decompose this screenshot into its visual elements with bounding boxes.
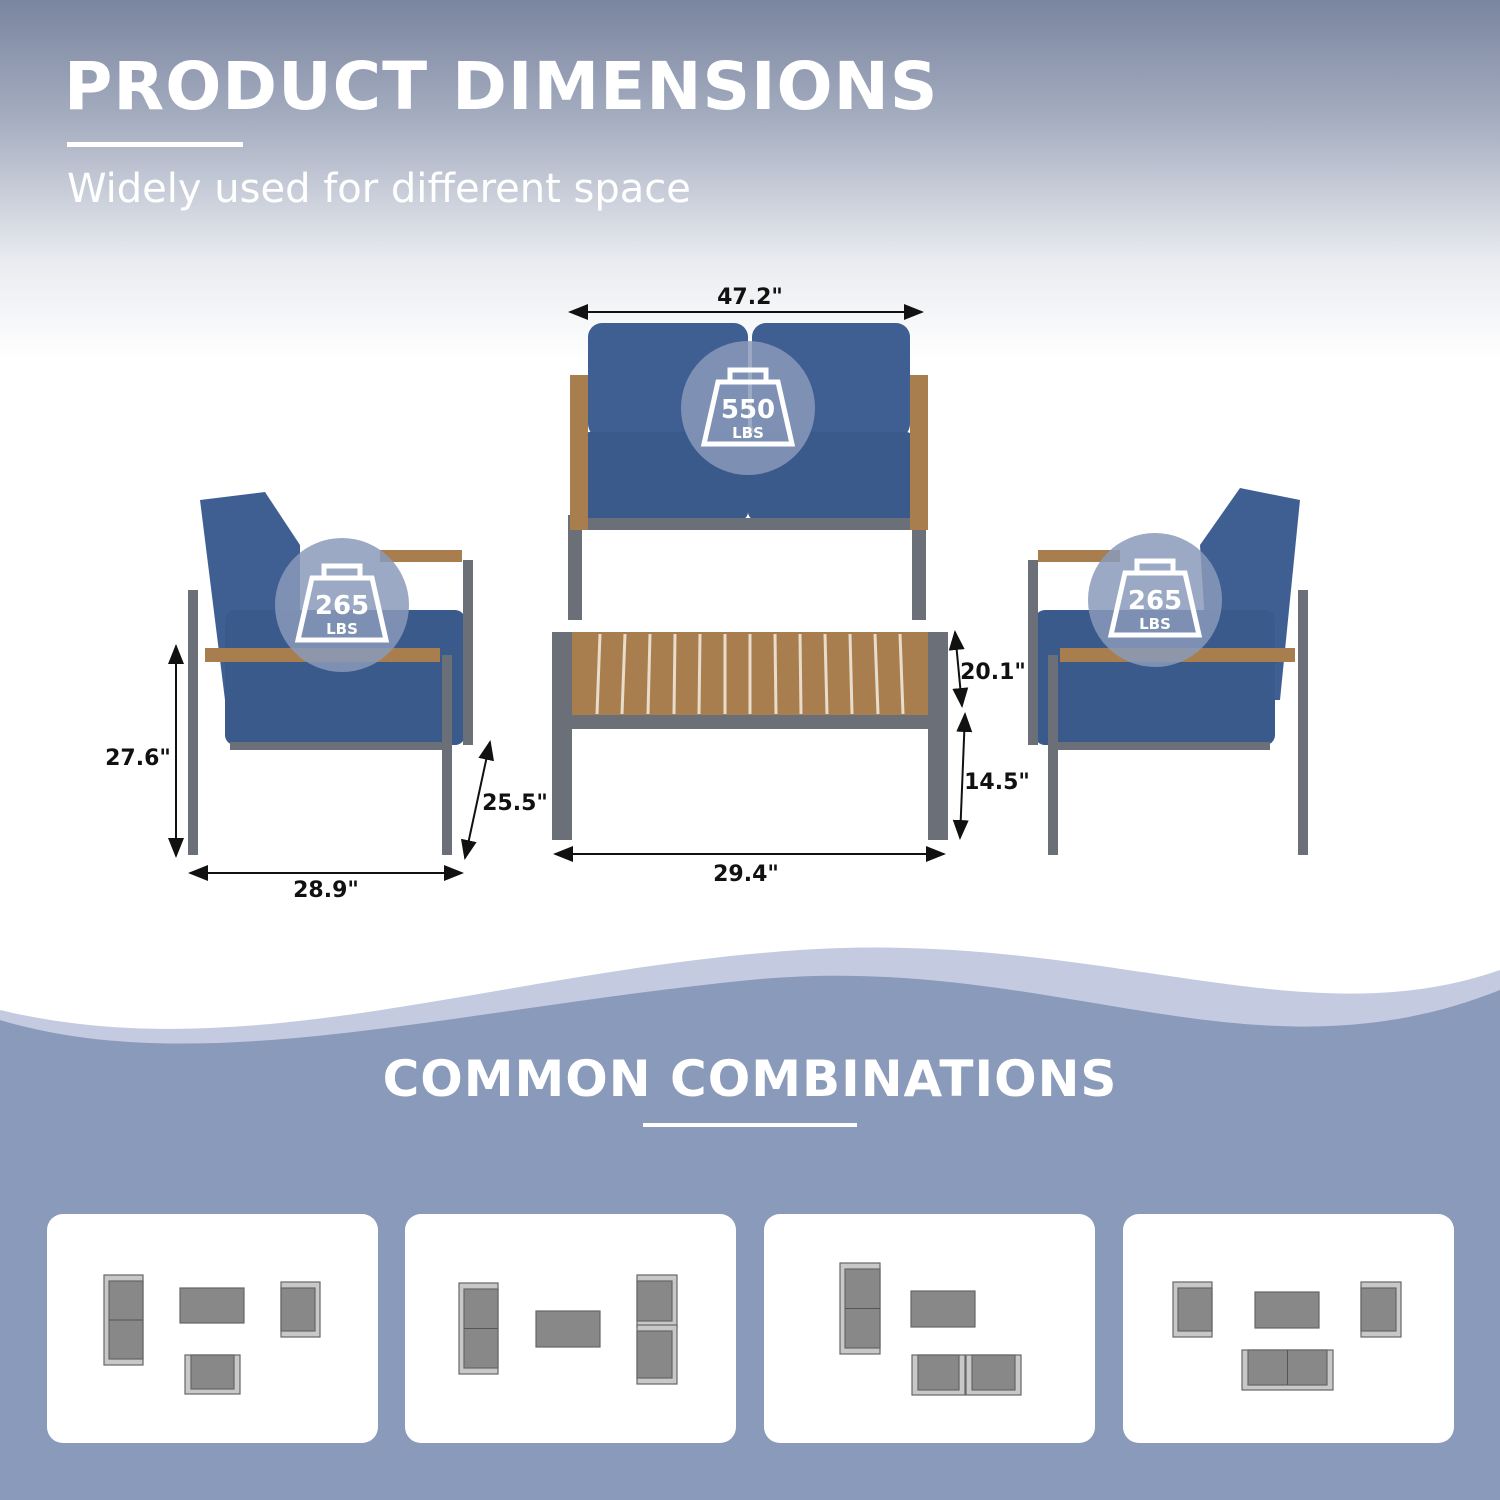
plan-table <box>910 1290 976 1328</box>
left-chair <box>188 492 473 855</box>
loveseat-weight-unit: LBS <box>732 424 764 442</box>
plan-chair <box>280 1281 321 1338</box>
right-chair <box>1028 488 1308 855</box>
coffee-table <box>552 632 948 840</box>
weight-icon <box>1107 558 1203 638</box>
table-height-label: 14.5" <box>964 770 1030 795</box>
plan-chair <box>965 1354 1022 1396</box>
plan-sofa <box>839 1262 881 1355</box>
right-chair-weight-value: 265 <box>1128 586 1182 616</box>
combination-card-4 <box>1123 1214 1454 1443</box>
combination-card-2 <box>405 1214 736 1443</box>
plan-sofa <box>103 1274 144 1366</box>
title-underline <box>67 142 243 147</box>
combination-card-1 <box>47 1214 378 1443</box>
left-chair-weight-unit: LBS <box>326 620 358 638</box>
dimension-arrows <box>168 304 973 881</box>
plan-table <box>535 1310 601 1348</box>
chair-depth-label: 25.5" <box>482 791 548 816</box>
page-title: PRODUCT DIMENSIONS <box>64 48 939 125</box>
combinations-title: COMMON COMBINATIONS <box>382 1050 1118 1108</box>
weight-icon <box>700 367 796 447</box>
table-length-label: 29.4" <box>713 862 779 887</box>
plan-chair <box>184 1354 241 1395</box>
chair-height-label: 27.6" <box>105 746 171 771</box>
plan-chair <box>1360 1281 1402 1338</box>
plan-sofa <box>1241 1349 1334 1391</box>
chair-width-label: 28.9" <box>293 878 359 903</box>
combinations-underline <box>643 1123 857 1127</box>
furniture-illustration: 550 LBS 265 LBS 265 LBS 47.2" 27.6" 25.5… <box>105 285 1308 903</box>
left-chair-weight-value: 265 <box>315 591 369 621</box>
right-chair-weight-unit: LBS <box>1139 615 1171 633</box>
plan-chair <box>636 1324 678 1385</box>
plan-chair <box>1172 1281 1213 1338</box>
weight-badge-left-chair: 265 LBS <box>275 538 409 672</box>
plan-chair <box>911 1354 966 1396</box>
loveseat-weight-value: 550 <box>721 395 775 425</box>
loveseat-width-label: 47.2" <box>717 285 783 310</box>
weight-badge-right-chair: 265 LBS <box>1088 533 1222 667</box>
page-subtitle: Widely used for different space <box>67 166 691 212</box>
plan-chair <box>636 1274 678 1328</box>
weight-icon <box>294 563 390 643</box>
table-width-label: 20.1" <box>960 660 1026 685</box>
plan-table <box>1254 1291 1320 1329</box>
combination-card-3 <box>764 1214 1095 1443</box>
plan-table <box>179 1287 245 1324</box>
weight-badge-loveseat: 550 LBS <box>681 341 815 475</box>
plan-sofa <box>458 1282 499 1375</box>
